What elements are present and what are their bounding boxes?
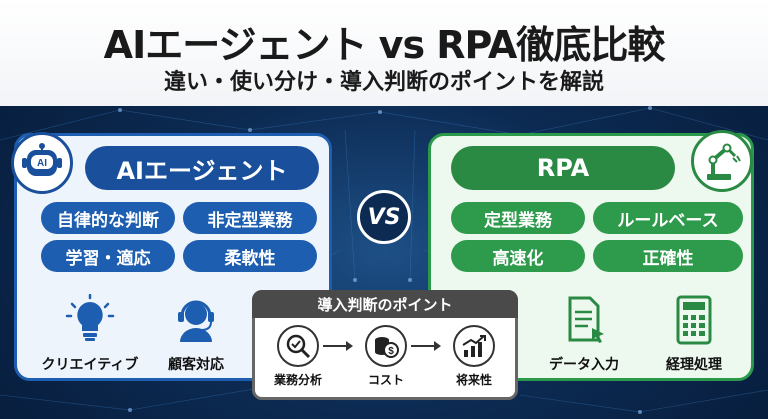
- ai-feature-customer-label: 顧客対応: [168, 357, 224, 373]
- arrow-right-icon: [411, 341, 441, 351]
- rpa-feature-accounting: 経理処理: [639, 294, 749, 374]
- ai-feature-creative-label: クリエイティブ: [41, 357, 139, 373]
- ai-tag-flexibility: 柔軟性: [183, 240, 317, 272]
- robot-arm-icon: [691, 130, 753, 192]
- arrow-right-icon: [323, 341, 353, 351]
- rpa-feature-accounting-label: 経理処理: [666, 357, 722, 373]
- decision-step-cost: $ コスト: [351, 325, 421, 388]
- decision-step-analysis: 業務分析: [263, 325, 333, 388]
- decision-step-future: 将来性: [439, 325, 509, 388]
- decision-step-cost-label: コスト: [367, 373, 404, 387]
- decision-title: 導入判断のポイント: [252, 290, 518, 318]
- headset-icon: [178, 300, 214, 342]
- rpa-tag-accuracy: 正確性: [593, 240, 743, 272]
- header-banner: AIエージェント vs RPA徹底比較 違い・使い分け・導入判断のポイントを解説: [0, 0, 768, 106]
- lightbulb-icon: [65, 293, 115, 341]
- magnifier-analysis-icon: [277, 325, 319, 367]
- ai-agent-title: AIエージェント: [85, 146, 319, 190]
- svg-text:$: $: [388, 346, 394, 357]
- coins-icon: $: [365, 325, 407, 367]
- ai-badge-text: AI: [37, 158, 47, 169]
- decision-points-box: 導入判断のポイント 業務分析 $ コスト: [252, 290, 518, 400]
- rpa-feature-data-entry-label: データ入力: [549, 357, 619, 373]
- decision-step-analysis-label: 業務分析: [273, 373, 322, 387]
- page-subtitle: 違い・使い分け・導入判断のポイントを解説: [163, 70, 604, 95]
- rpa-title: RPA: [451, 146, 675, 190]
- rpa-tag-speed: 高速化: [451, 240, 585, 272]
- document-entry-icon: [568, 296, 604, 343]
- ai-feature-customer: 顧客対応: [141, 294, 251, 374]
- decision-step-future-label: 将来性: [455, 373, 492, 387]
- ai-tag-unstructured: 非定型業務: [183, 202, 317, 234]
- vs-badge: VS: [357, 190, 411, 244]
- calculator-icon: [676, 295, 712, 345]
- rpa-tag-routine: 定型業務: [451, 202, 585, 234]
- ai-tag-autonomous: 自律的な判断: [41, 202, 175, 234]
- rpa-tag-rule-based: ルールベース: [593, 202, 743, 234]
- growth-chart-icon: [453, 325, 495, 367]
- ai-tag-learning: 学習・適応: [41, 240, 175, 272]
- robot-head-icon: AI: [11, 132, 73, 194]
- ai-feature-creative: クリエイティブ: [35, 293, 145, 374]
- ai-agent-panel: AIエージェント AI 自律的な判断 非定型業務 学習・適応 柔軟性 クリエイテ…: [11, 132, 332, 381]
- rpa-feature-data-entry: データ入力: [529, 294, 639, 374]
- page-title: AIエージェント vs RPA徹底比較: [103, 23, 666, 67]
